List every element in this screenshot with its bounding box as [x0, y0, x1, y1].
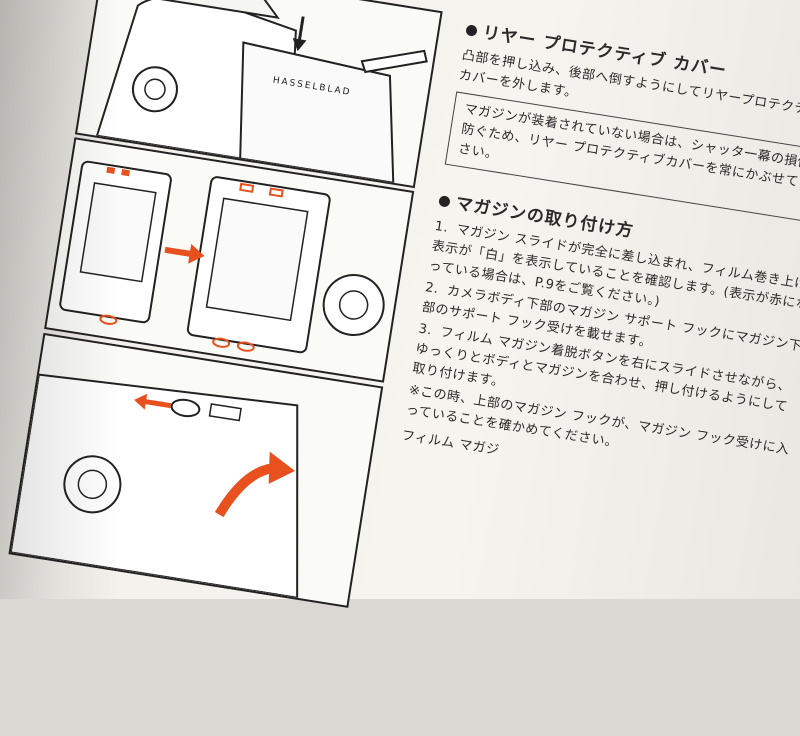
figure-magazine-attach: [44, 137, 415, 383]
figure-release-button: [8, 332, 384, 608]
bullet-icon: [465, 24, 478, 37]
instruction-text: リヤー プロテクティブ カバー 凸部を押し込み、後部へ倒すようにしてリヤープロテ…: [399, 15, 800, 513]
bullet-icon: [438, 195, 451, 208]
figure-rear-cover: HASSELBLAD: [74, 0, 443, 189]
manual-page: HASSELBLAD: [0, 0, 800, 608]
